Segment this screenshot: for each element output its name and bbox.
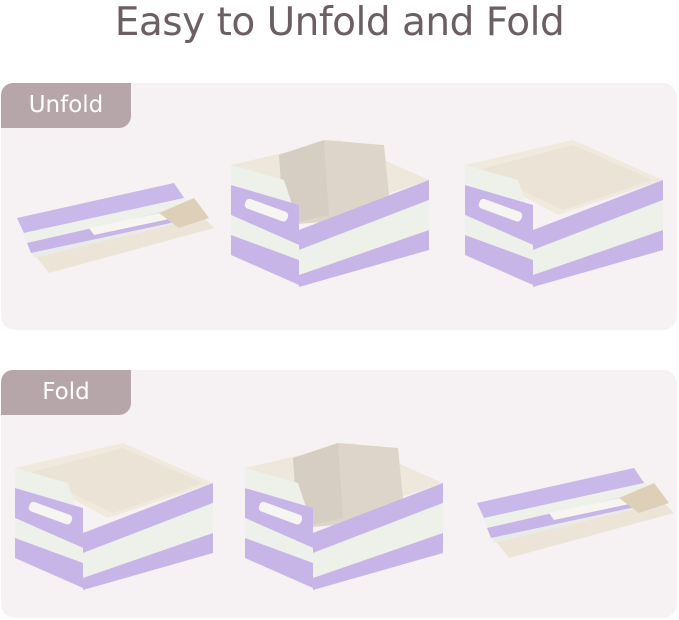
open-bin-image — [463, 135, 668, 290]
half-open-bin-image — [243, 438, 448, 593]
unfold-panel: Unfold — [1, 83, 677, 330]
folded-bin-image — [469, 458, 679, 568]
fold-panel: Fold — [1, 370, 677, 618]
open-bin-image — [13, 438, 218, 593]
fold-tab-label: Fold — [1, 370, 131, 415]
folded-bin-image — [9, 173, 219, 283]
unfold-tab-label: Unfold — [1, 83, 131, 128]
half-open-bin-image — [229, 135, 434, 290]
page-title: Easy to Unfold and Fold — [114, 0, 565, 45]
